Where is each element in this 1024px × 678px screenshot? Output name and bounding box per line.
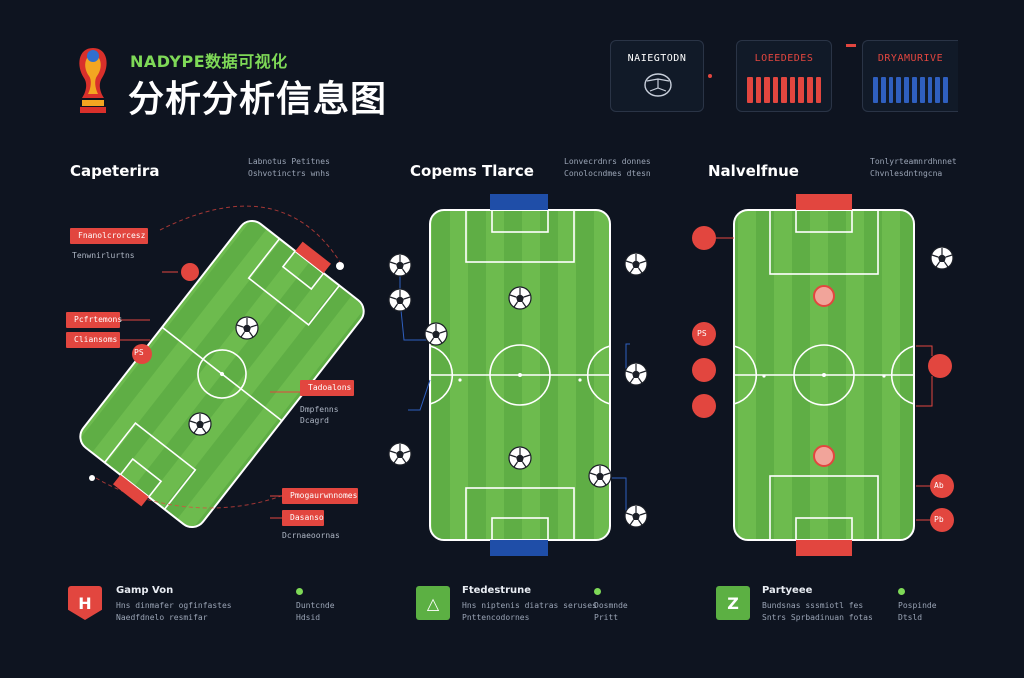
pitch-red-goals <box>733 194 915 556</box>
status-dot <box>898 588 905 595</box>
chart-icon: △ <box>416 586 450 620</box>
footer-title: Gamp Von <box>116 585 174 596</box>
footer-title: Partyeee <box>762 585 813 596</box>
tag-label[interactable]: Pcfrtemons <box>66 312 122 328</box>
player-marker-label: PS <box>697 329 707 338</box>
blue-bar-group <box>873 77 948 103</box>
stat-box-ball[interactable]: NAIEGTODN <box>610 40 704 112</box>
tag-label[interactable]: Pmogaurwnnomes <box>282 488 358 504</box>
header-title: 分析分析信息图 <box>128 79 388 120</box>
trophy-logo-icon <box>79 48 107 113</box>
ball-outline-icon <box>644 73 672 97</box>
player-marker-label: Ab <box>934 481 944 490</box>
connector-line <box>846 44 856 47</box>
column-title-3: Nalvelfnue <box>708 162 799 180</box>
stat-label: NAIEGTODN <box>627 53 687 64</box>
status-dot <box>594 588 601 595</box>
tag-label[interactable]: Tadoalons <box>300 380 354 396</box>
header-subtitle: NADYPE数据可视化 <box>130 52 288 71</box>
stat-box-red-bars[interactable]: LOEEDEDES <box>736 40 832 112</box>
tag-description: Dmpfenns Dcagrd <box>300 405 339 425</box>
footer-title: Ftedestrune <box>462 585 532 596</box>
status-dot <box>296 588 303 595</box>
zigzag-icon: Z <box>716 586 750 620</box>
tag-label[interactable]: Cliansoms <box>66 332 120 348</box>
stat-label: LOEEDEDES <box>754 53 814 64</box>
stat-box-blue-bars[interactable]: DRYAMURIVE <box>862 40 958 112</box>
column-title-2: Copems Tlarce <box>410 162 534 180</box>
tag-label[interactable]: Fnanolcrorcesz <box>70 228 148 244</box>
column-title-1: Capeterira <box>70 162 160 180</box>
connector-dot <box>708 74 712 78</box>
pitch-rotated <box>79 219 365 529</box>
red-bar-group <box>747 77 822 103</box>
tag-label[interactable]: Dasanso <box>282 510 324 526</box>
player-marker-label: PS <box>134 348 144 357</box>
player-marker-label: Pb <box>934 515 944 524</box>
pitch-blue-goals <box>429 194 611 556</box>
stat-label: DRYAMURIVE <box>877 53 944 64</box>
tag-description: Tenwnirlurtns <box>72 251 135 260</box>
tag-description: Dcrnaeoornas <box>282 531 340 540</box>
